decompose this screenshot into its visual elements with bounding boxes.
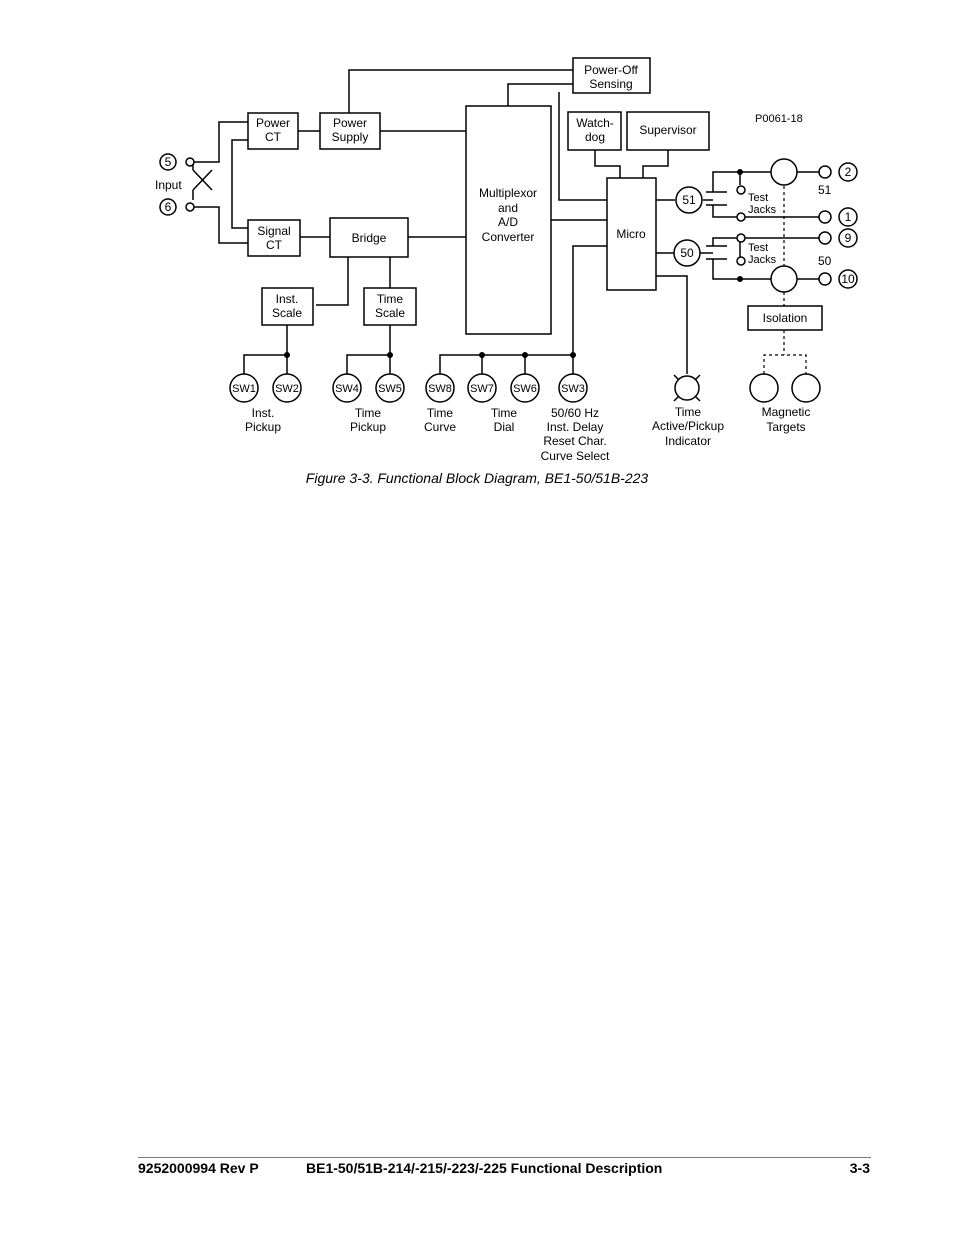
svg-text:Test: Test [748,192,768,204]
inst-scale-block: Inst. Scale [261,287,314,326]
svg-text:Multiplexor: Multiplexor [479,186,537,200]
svg-text:Jacks: Jacks [748,254,777,266]
magnetic-targets: Magnetic Targets [749,373,821,434]
target-coil-50 [770,265,798,293]
svg-text:SW6: SW6 [513,383,537,395]
footer-title: BE1-50/51B-214/-215/-223/-225 Functional… [306,1160,663,1176]
svg-text:SW3: SW3 [561,383,585,395]
svg-text:Isolation: Isolation [763,311,808,325]
svg-text:50/60 Hz: 50/60 Hz [551,406,599,420]
test-jacks-50: Test Jacks [736,233,777,266]
svg-text:Curve Select: Curve Select [541,449,610,463]
svg-text:Inst. Delay: Inst. Delay [547,420,604,434]
svg-text:SW2: SW2 [275,383,299,395]
micro-block: Micro [606,177,657,291]
isolation-block: Isolation [747,305,823,331]
time-scale-block: Time Scale [363,287,417,326]
signal-ct-block: Signal CT [247,219,301,257]
svg-text:Magnetic: Magnetic [762,405,811,419]
svg-text:Reset Char.: Reset Char. [543,434,606,448]
svg-text:SW1: SW1 [232,383,256,395]
svg-text:Test: Test [748,242,768,254]
power-ct-block: Power CT [247,112,299,150]
svg-text:A/D: A/D [498,215,518,229]
svg-text:Signal: Signal [257,224,290,238]
svg-text:Curve: Curve [424,420,456,434]
svg-text:50: 50 [680,246,694,260]
svg-text:Watch-: Watch- [576,116,614,130]
svg-text:Time: Time [377,292,404,306]
multiplexor-block: Multiplexor and A/D Converter [465,105,552,335]
svg-text:SW8: SW8 [428,383,452,395]
footer-rule [138,1157,871,1158]
svg-text:SW4: SW4 [335,383,359,395]
svg-text:Time: Time [491,406,518,420]
terminal-6 [159,198,177,216]
svg-text:Supervisor: Supervisor [639,123,696,137]
output-50-label: 50 [818,254,832,268]
figure-ref-id: P0061-18 [755,113,803,125]
output-terminals: 2 1 9 10 [818,162,858,289]
svg-text:Pickup: Pickup [350,420,386,434]
switch-labels: Inst. Pickup Time Pickup Time Curve Time… [245,406,610,463]
svg-text:Power: Power [333,116,367,130]
svg-text:Jacks: Jacks [748,204,777,216]
supervisor-block: Supervisor [626,111,710,151]
watchdog-block: Watch- dog [567,111,622,151]
svg-text:Inst.: Inst. [276,292,299,306]
svg-text:CT: CT [265,130,282,144]
svg-text:6: 6 [165,200,172,214]
switches: SW1 SW2 SW4 SW5 SW8 SW7 SW6 SW3 [229,373,588,403]
svg-text:5: 5 [165,155,172,169]
svg-text:Dial: Dial [494,420,515,434]
footer-page-number: 3-3 [849,1160,870,1176]
svg-text:Supply: Supply [332,130,369,144]
svg-text:Pickup: Pickup [245,420,281,434]
svg-text:Scale: Scale [272,306,302,320]
svg-text:Scale: Scale [375,306,405,320]
functional-block-diagram: Power-Off Sensing Power CT Power Supply … [155,57,858,463]
bridge-block: Bridge [329,217,409,258]
power-off-sensing-block: Power-Off Sensing [572,57,651,94]
svg-text:Indicator: Indicator [665,434,711,448]
svg-text:Time: Time [427,406,454,420]
svg-text:SW5: SW5 [378,383,402,395]
svg-text:Time: Time [675,405,702,419]
svg-text:Power-Off: Power-Off [584,63,638,77]
terminal-5 [159,153,177,171]
svg-text:Active/Pickup: Active/Pickup [652,419,724,433]
svg-text:Time: Time [355,406,382,420]
power-supply-block: Power Supply [319,112,381,150]
indicator-lamp: Time Active/Pickup Indicator [652,374,724,448]
svg-text:Bridge: Bridge [352,231,387,245]
target-coil-51 [770,158,798,186]
svg-text:Micro: Micro [616,227,646,241]
svg-text:2: 2 [845,165,852,179]
footer-doc-number: 9252000994 Rev P [138,1160,259,1176]
output-51-label: 51 [818,183,832,197]
svg-text:and: and [498,201,518,215]
test-jacks-51: Test Jacks [736,185,777,222]
figure-caption: Figure 3-3. Functional Block Diagram, BE… [305,470,649,486]
svg-text:Input: Input [155,178,182,192]
svg-text:CT: CT [266,238,283,252]
element-50: 50 [673,239,701,267]
svg-text:10: 10 [841,272,855,286]
svg-text:dog: dog [585,130,605,144]
svg-text:1: 1 [845,210,852,224]
svg-text:Converter: Converter [482,230,535,244]
svg-text:Sensing: Sensing [589,77,632,91]
element-51: 51 [675,186,703,214]
svg-text:Power: Power [256,116,290,130]
svg-text:Targets: Targets [766,420,805,434]
svg-text:Inst.: Inst. [252,406,275,420]
svg-text:51: 51 [682,193,696,207]
svg-text:SW7: SW7 [470,383,494,395]
input-section: 5 6 Input [155,153,195,216]
svg-text:9: 9 [845,231,852,245]
